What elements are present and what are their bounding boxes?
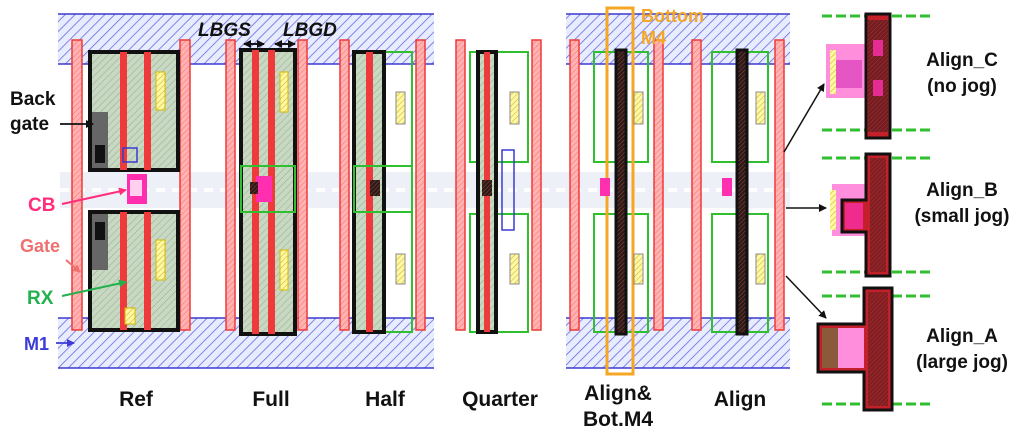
detail-note-align-b: (small jog) xyxy=(914,206,1009,227)
align-bot-device xyxy=(614,48,628,336)
panel-label-align-bot-line2: Bot.M4 xyxy=(583,408,653,431)
align-device xyxy=(735,48,749,336)
gate-arrow xyxy=(65,259,81,273)
lbgd-label: LBGD xyxy=(283,20,337,41)
m1-label: M1 xyxy=(24,334,49,354)
cb-arrow xyxy=(61,187,127,205)
panel-label-quarter: Quarter xyxy=(462,388,538,411)
detail-label-align-c: Align_C xyxy=(926,50,998,71)
panel-full xyxy=(225,39,308,336)
panel-label-half: Half xyxy=(365,388,406,411)
panel-quarter xyxy=(455,39,542,334)
panel-label-align-bot-line1: Align& xyxy=(584,382,652,405)
panel-align xyxy=(691,39,785,336)
panel-half xyxy=(339,39,426,334)
panel-ref xyxy=(71,39,191,332)
panel-label-ref: Ref xyxy=(119,388,154,411)
detail-note-align-a: (large jog) xyxy=(916,352,1008,373)
detail-note-align-c: (no jog) xyxy=(927,76,997,97)
panel-label-align: Align xyxy=(714,388,767,411)
detail-align-b xyxy=(820,150,936,278)
bottom-m4-label-line2: M4 xyxy=(641,28,666,48)
panel-label-full: Full xyxy=(252,388,289,411)
detail-label-align-a: Align_A xyxy=(926,326,998,347)
m1-band-bottom-right xyxy=(566,318,790,368)
back-gate-label-line1: Back xyxy=(10,89,56,110)
lbgs-label: LBGS xyxy=(198,20,251,41)
cb-label: CB xyxy=(28,195,55,216)
gate-label: Gate xyxy=(20,236,60,256)
full-cb xyxy=(256,176,272,202)
back-gate-label-line2: gate xyxy=(10,114,49,135)
m1-band-top-right xyxy=(566,14,790,64)
rx-label: RX xyxy=(27,288,54,309)
rx-arrow xyxy=(61,279,127,297)
panel-align-bot-m4 xyxy=(569,6,664,376)
bottom-m4-label-line1: Bottom xyxy=(641,6,704,26)
detail-arrows xyxy=(783,83,827,319)
detail-label-align-b: Align_B xyxy=(926,180,998,201)
detail-align-c xyxy=(820,12,936,140)
detail-align-a xyxy=(816,286,936,412)
